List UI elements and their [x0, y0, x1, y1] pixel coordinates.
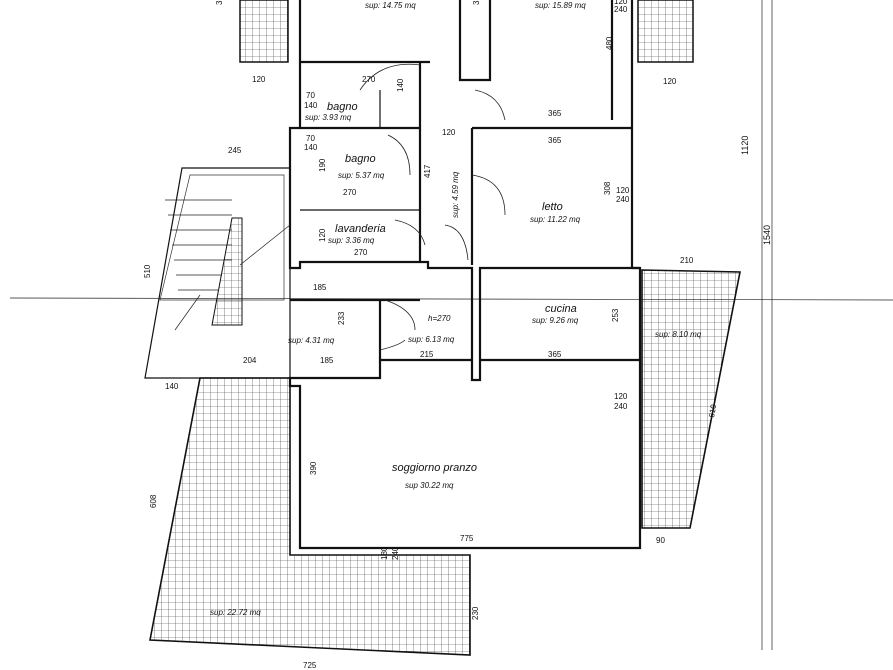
room-lavanderia-area: sup: 3.36 mq — [328, 236, 375, 245]
dim-270-c: 270 — [354, 248, 368, 257]
dim-365-c: 365 — [548, 350, 562, 359]
dim-1120: 1120 — [740, 136, 750, 155]
room-terrazza-dx-area: sup: 8.10 mq — [655, 330, 702, 339]
dim-120-f: 120 — [318, 228, 327, 242]
room-cucina-name: cucina — [545, 303, 577, 315]
dim-253: 253 — [611, 308, 620, 322]
dim-270-a: 270 — [362, 75, 376, 84]
room-bagno1-name: bagno — [327, 101, 358, 113]
dim-3-b: 3 — [472, 0, 481, 5]
dim-365-a: 365 — [548, 109, 562, 118]
room-soggiorno-area: sup 30.22 mq — [405, 481, 454, 490]
dim-120-b: 120 — [252, 75, 266, 84]
dim-240-d: 240 — [391, 546, 400, 560]
dim-775: 775 — [460, 534, 474, 543]
room-ingresso-height: h=270 — [428, 314, 451, 323]
dim-230: 230 — [471, 606, 480, 620]
doors — [359, 63, 506, 351]
room-terrazza-sx-area: sup: 22.72 mq — [210, 608, 261, 617]
dim-120-d: 120 — [442, 128, 456, 137]
dim-390: 390 — [309, 461, 318, 475]
balcony-top-left — [239, 0, 289, 63]
dim-240-b: 240 — [616, 195, 630, 204]
terrace-right — [641, 269, 741, 529]
staircase — [144, 167, 291, 379]
dim-417: 417 — [423, 164, 432, 178]
dim-210: 210 — [680, 256, 694, 265]
dim-365-b: 365 — [548, 136, 562, 145]
room-lavanderia-name: lavanderia — [335, 223, 386, 235]
dim-215: 215 — [420, 350, 434, 359]
dim-308: 308 — [603, 181, 612, 195]
walls — [288, 0, 642, 550]
balcony-top-right — [637, 0, 694, 63]
dim-120-g: 120 — [614, 392, 628, 401]
room-bagno1-area: sup: 3.93 mq — [305, 113, 352, 122]
room-corridoio-area: sup: 4.59 mq — [451, 171, 460, 218]
room-top-left-area: sup: 14.75 mq — [365, 1, 416, 10]
dim-3-a: 3 — [215, 0, 224, 5]
room-soggiorno-name: soggiorno pranzo — [392, 462, 477, 474]
room-letto-area: sup: 11.22 mq — [530, 215, 581, 224]
dim-140-a: 140 — [396, 78, 405, 92]
room-top-right-area: sup: 15.89 mq — [535, 1, 586, 10]
reference-line-horizontal — [9, 297, 893, 301]
dim-240-c: 240 — [614, 402, 628, 411]
dim-90: 90 — [656, 536, 665, 545]
dim-120-c: 120 — [663, 77, 677, 86]
dim-140-c: 140 — [304, 143, 318, 152]
dim-270-b: 270 — [343, 188, 357, 197]
room-cucina-area: sup: 9.26 mq — [532, 316, 579, 325]
dim-204: 204 — [243, 356, 257, 365]
room-bagno2-area: sup: 5.37 mq — [338, 171, 385, 180]
dim-510-a: 510 — [143, 264, 152, 278]
dim-185-b: 185 — [320, 356, 334, 365]
dim-610: 610 — [707, 403, 718, 418]
dim-120-a: 120 — [614, 0, 628, 6]
dim-180: 180 — [380, 546, 389, 560]
dim-725: 725 — [303, 661, 317, 670]
room-pianerottolo-area: sup: 4.31 mq — [288, 336, 335, 345]
dim-233: 233 — [337, 311, 346, 325]
dim-140-d: 140 — [165, 382, 179, 391]
dim-480: 480 — [605, 36, 614, 50]
dim-608: 608 — [149, 494, 158, 508]
dim-240-a: 240 — [614, 5, 628, 14]
terrace-bottom-left — [149, 377, 471, 656]
dim-1540: 1540 — [762, 225, 772, 245]
dim-190: 190 — [318, 158, 327, 172]
dim-140-b: 140 — [304, 101, 318, 110]
dim-185-a: 185 — [313, 283, 327, 292]
room-bagno2-name: bagno — [345, 153, 376, 165]
room-ingresso-area: sup: 6.13 mq — [408, 335, 455, 344]
room-letto-name: letto — [542, 201, 563, 213]
dim-70-a: 70 — [306, 91, 315, 100]
dim-70-b: 70 — [306, 134, 315, 143]
dim-120-e: 120 — [616, 186, 630, 195]
dimensions: 120 240 3 3 120 270 140 70 140 120 365 1… — [143, 0, 772, 670]
dim-245: 245 — [228, 146, 242, 155]
